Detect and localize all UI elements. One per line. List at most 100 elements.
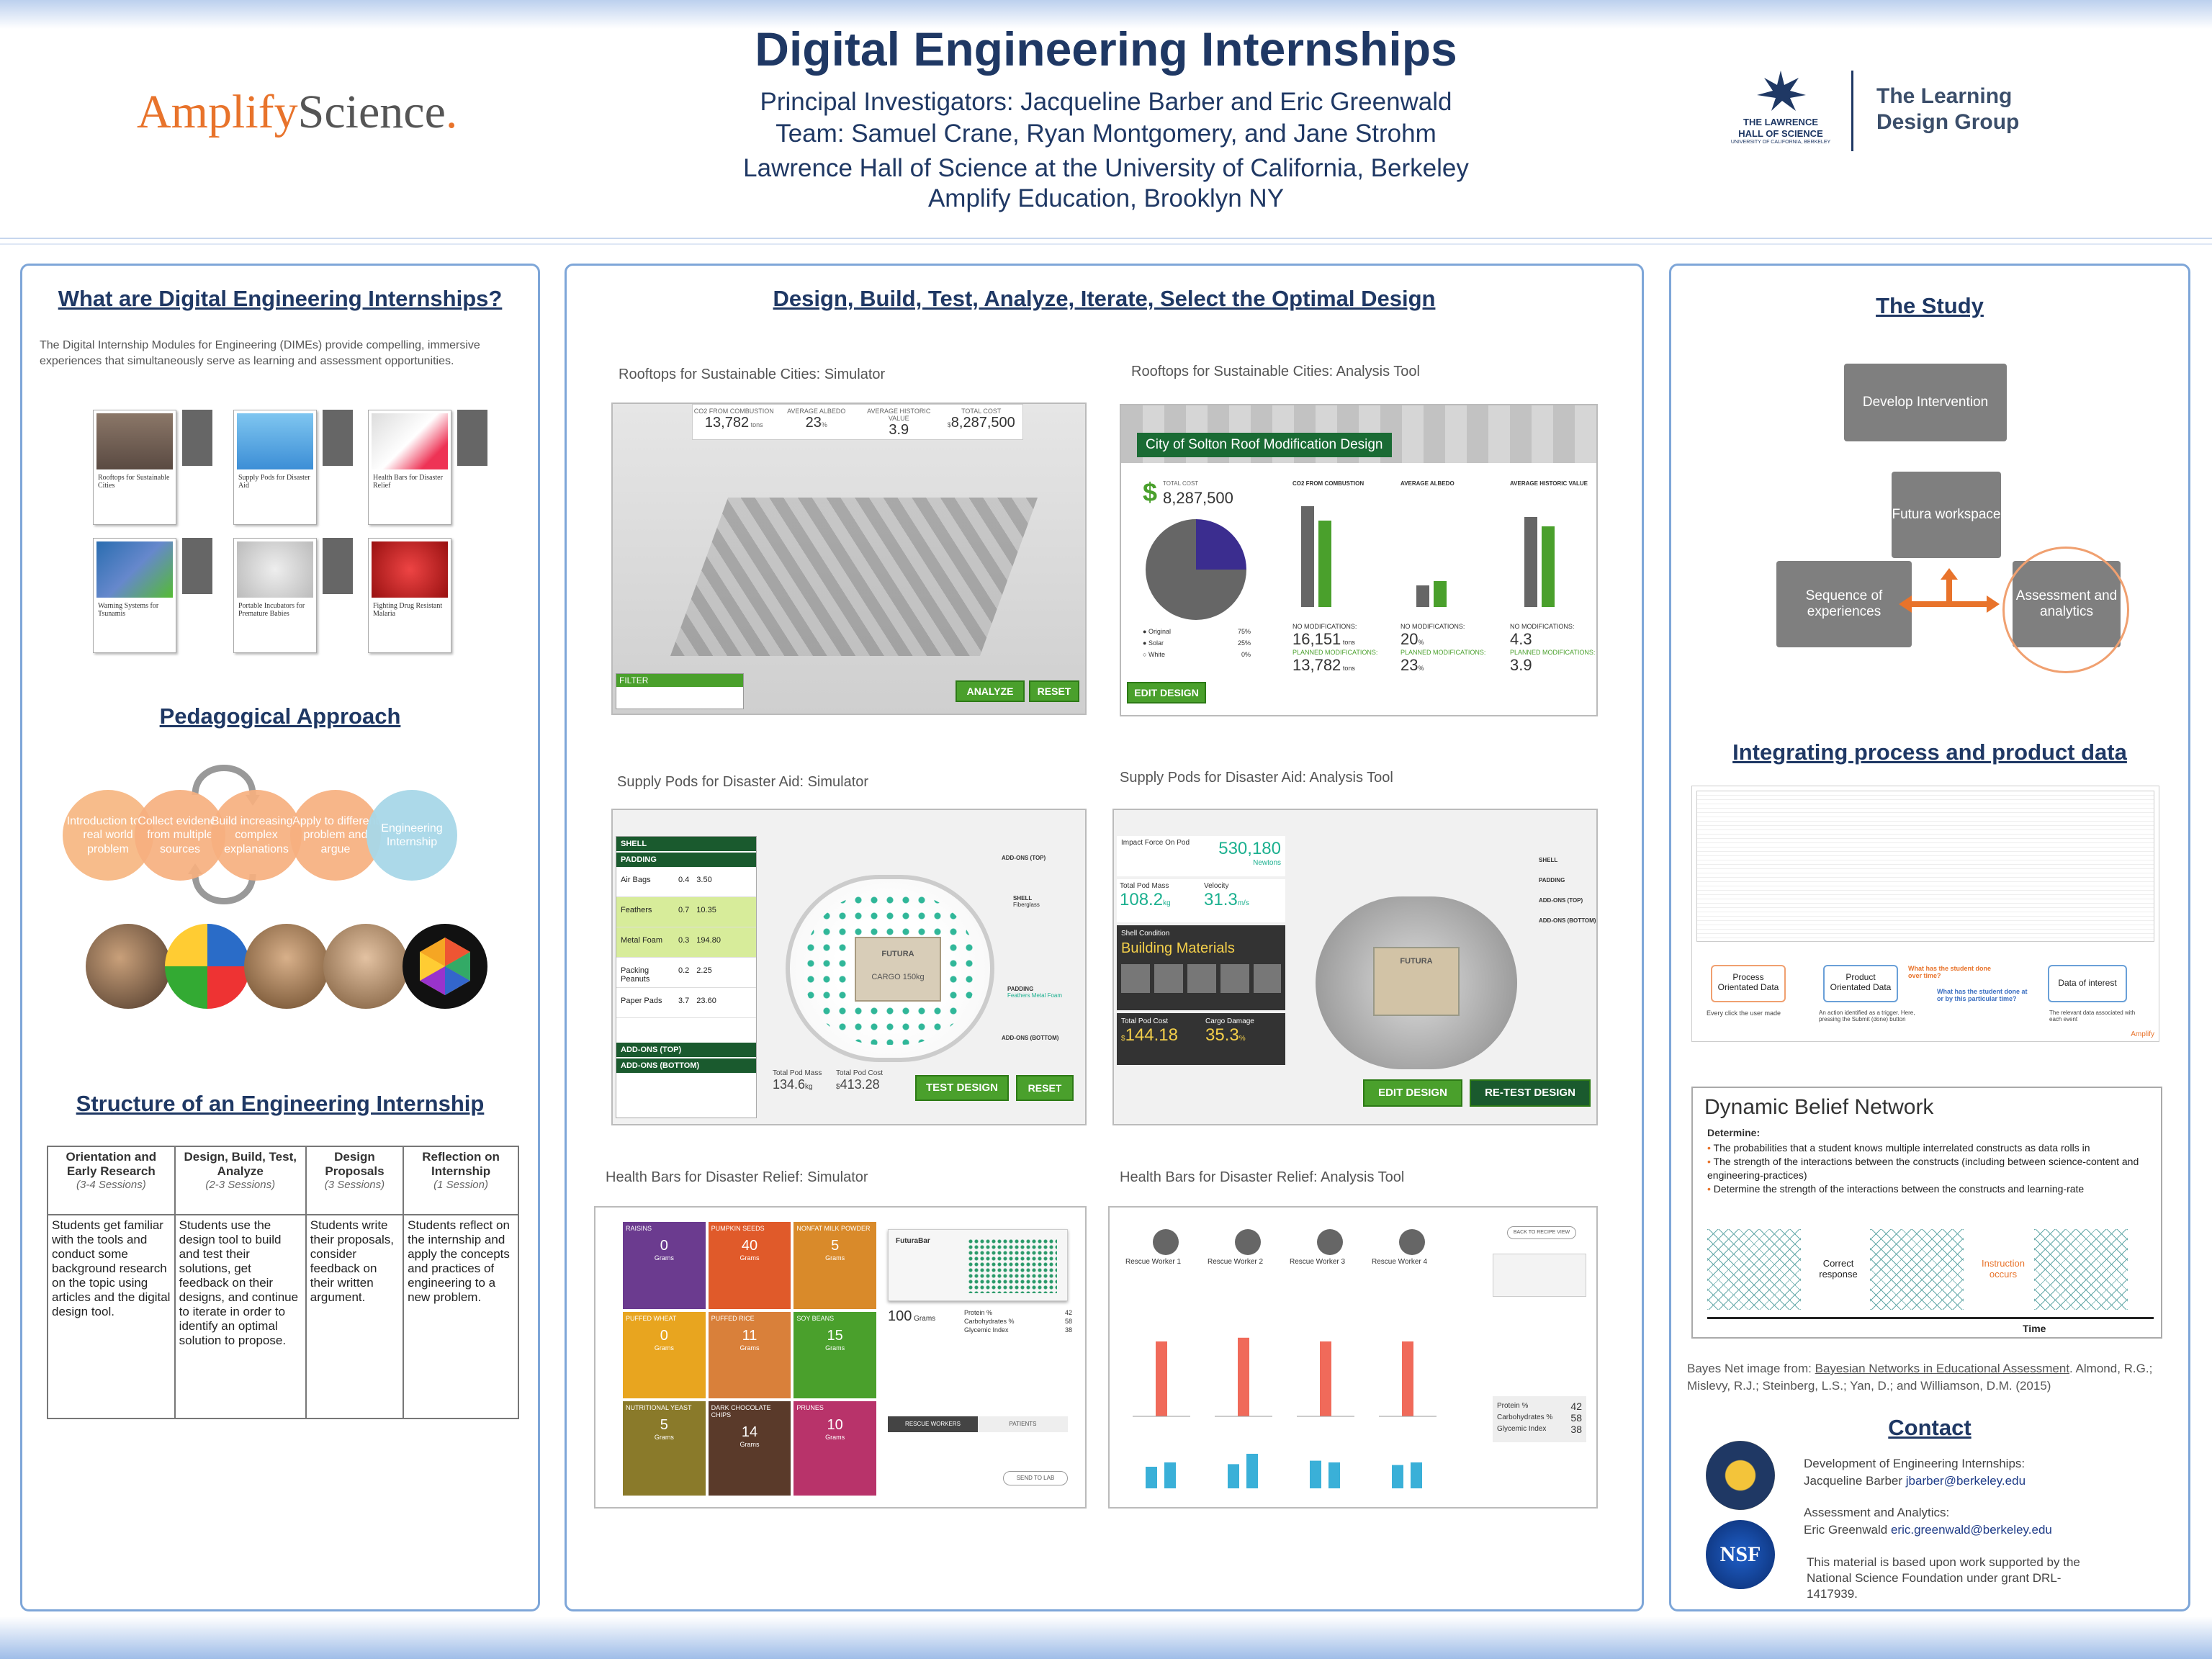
pod-mass-value: 134.6 bbox=[773, 1077, 806, 1092]
pod-an-mass-value: 108.2 bbox=[1120, 890, 1164, 909]
card-title: Rooftops for Sustainable Cities bbox=[98, 474, 170, 490]
ingredient-unit: Grams bbox=[739, 1441, 760, 1449]
test-design-button[interactable]: TEST DESIGN bbox=[915, 1075, 1009, 1101]
ingredient-qty: 40 bbox=[741, 1238, 758, 1254]
pod-capsule: FUTURA CARGO 150kg bbox=[786, 875, 994, 1062]
lawrence-logo: THE LAWRENCE HALL OF SCIENCE UNIVERSITY … bbox=[1727, 69, 1835, 152]
roof-legend-pct: 0% bbox=[1241, 651, 1251, 658]
patients-tab[interactable]: PATIENTS bbox=[978, 1416, 1068, 1432]
pod-padding-header[interactable]: PADDING bbox=[616, 853, 756, 867]
side-item: PADDING bbox=[1539, 877, 1565, 884]
ped-circle-2: Collect evidence from multiple sources bbox=[135, 790, 225, 881]
card-title: Health Bars for Disaster Relief bbox=[373, 474, 443, 490]
rescue-workers-tab[interactable]: RESCUE WORKERS bbox=[888, 1416, 978, 1432]
bar-nutrition: Protein %42 Carbohydrates %58 Glycemic I… bbox=[964, 1308, 1072, 1334]
co2-planned-value: 13,782 bbox=[1292, 656, 1341, 674]
padding-item-mass: 3.7 bbox=[678, 997, 690, 1005]
ingredient-qty: 10 bbox=[827, 1417, 843, 1434]
contact-2-email[interactable]: eric.greenwald@berkeley.edu bbox=[1890, 1523, 2052, 1537]
pod-an-mass-unit: kg bbox=[1163, 899, 1171, 907]
card-title: Portable Incubators for Premature Babies bbox=[238, 602, 305, 618]
amplify-logo-word1: Amplify bbox=[137, 86, 298, 138]
roof-analysis-screenshot: City of Solton Roof Modification Design … bbox=[1120, 404, 1598, 716]
roof-albedo-unit: % bbox=[821, 421, 827, 428]
roof-col-title: AVERAGE HISTORIC VALUE bbox=[1510, 480, 1588, 487]
dbn-bullet-text: Determine the strength of the interactio… bbox=[1713, 1183, 2085, 1195]
structure-head-text: Orientation and Early Research bbox=[66, 1150, 157, 1178]
pod-edit-design-button[interactable]: EDIT DESIGN bbox=[1363, 1079, 1462, 1107]
dbn-network-3 bbox=[2034, 1229, 2128, 1310]
ingredient-unit: Grams bbox=[739, 1344, 760, 1352]
contact-1-email[interactable]: jbarber@berkeley.edu bbox=[1905, 1474, 2026, 1488]
protein-value: 42 bbox=[1064, 1309, 1072, 1316]
bar-an-thumbnail bbox=[1493, 1254, 1586, 1297]
send-to-lab-button[interactable]: SEND TO LAB bbox=[1003, 1471, 1068, 1485]
card-title: Warning Systems for Tsunamis bbox=[98, 602, 159, 618]
logo-divider bbox=[1851, 71, 1853, 151]
roof-legend-pct: 25% bbox=[1237, 639, 1251, 647]
ingredient-name: PUFFED WHEAT bbox=[626, 1314, 677, 1322]
pod-an-vel-unit: m/s bbox=[1237, 899, 1249, 907]
analyze-button[interactable]: ANALYZE bbox=[956, 680, 1025, 702]
roof-filter[interactable]: FILTER bbox=[616, 673, 744, 709]
roof-co2-label: CO2 FROM COMBUSTION bbox=[693, 408, 774, 415]
addons-bottom-header[interactable]: ADD-ONS (BOTTOM) bbox=[616, 1058, 756, 1073]
worker-main-bar bbox=[1320, 1341, 1331, 1416]
impact-value: 530,180 bbox=[1218, 839, 1281, 858]
pod-shell-header[interactable]: SHELL bbox=[616, 837, 756, 851]
retest-design-button[interactable]: RE-TEST DESIGN bbox=[1470, 1079, 1591, 1107]
padding-item-cost: 10.35 bbox=[696, 906, 716, 914]
bar-total-unit: Grams bbox=[914, 1315, 936, 1323]
worker-energy-bar bbox=[1228, 1464, 1239, 1488]
nutrition-label: Protein % bbox=[1497, 1402, 1529, 1410]
addons-top-header[interactable]: ADD-ONS (TOP) bbox=[616, 1043, 756, 1057]
roof-reset-button[interactable]: RESET bbox=[1029, 680, 1079, 702]
ingredient-qty: 5 bbox=[831, 1238, 840, 1254]
ingredient-name: PRUNES bbox=[796, 1404, 824, 1412]
bayes-note: Bayes Net image from: Bayesian Networks … bbox=[1687, 1360, 2177, 1395]
dbn-network-2 bbox=[1870, 1229, 1964, 1310]
worker-energy-bar bbox=[1310, 1460, 1321, 1488]
padding-item-name: Paper Pads bbox=[621, 997, 662, 1005]
bayes-link[interactable]: Bayesian Networks in Educational Assessm… bbox=[1815, 1362, 2070, 1375]
assessment-circle bbox=[2002, 547, 2129, 673]
roof-hist-label: AVERAGE HISTORIC VALUE bbox=[867, 408, 931, 422]
structure-body-3: Students write their proposals, consider… bbox=[305, 1214, 405, 1419]
roof-cost-stat: TOTAL COST$8,287,500 bbox=[940, 405, 1023, 439]
roof-legend-label: White bbox=[1148, 651, 1165, 658]
padding-item-mass: 0.3 bbox=[678, 936, 690, 945]
worker-energy-bar bbox=[1411, 1462, 1422, 1488]
card-tab-chemical bbox=[457, 410, 487, 466]
padding-item-cost: 3.50 bbox=[696, 876, 712, 884]
roof-edit-design-button[interactable]: EDIT DESIGN bbox=[1127, 682, 1206, 703]
futura-bar-dots bbox=[968, 1238, 1057, 1293]
caption-bar-sim: Health Bars for Disaster Relief: Simulat… bbox=[606, 1169, 868, 1185]
pod-reset-button[interactable]: RESET bbox=[1016, 1075, 1074, 1101]
pod-cost-value: 413.28 bbox=[840, 1077, 880, 1092]
contact-1-name: Jacqueline Barber bbox=[1804, 1474, 1903, 1488]
back-to-recipe-button[interactable]: BACK TO RECIPE VIEW bbox=[1507, 1226, 1576, 1239]
co2-nomod-value: 16,151 bbox=[1292, 630, 1341, 648]
